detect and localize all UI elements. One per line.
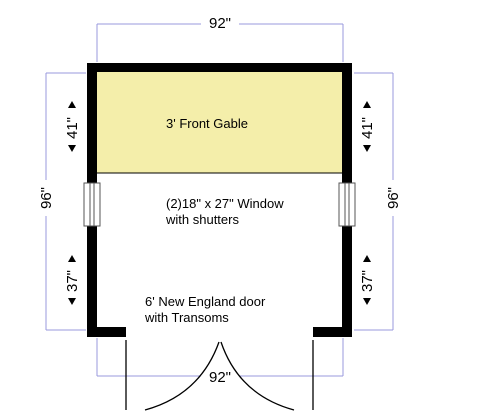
right-dim-label-bg bbox=[383, 180, 403, 216]
right-upper-label: 41" bbox=[359, 117, 376, 139]
door-label-line2: with Transoms bbox=[144, 310, 229, 325]
arrow-up-icon bbox=[363, 255, 371, 262]
arrow-up-icon bbox=[68, 255, 76, 262]
left-lower-dimension: 37" bbox=[64, 255, 81, 305]
bottom-dim-label-bg bbox=[201, 366, 239, 386]
top-width-label: 92" bbox=[209, 15, 231, 32]
wall-left-upper bbox=[87, 63, 97, 183]
wall-right-upper bbox=[342, 63, 352, 183]
left-dim-label-bg bbox=[36, 180, 56, 216]
left-window bbox=[83, 182, 101, 227]
arrow-down-icon bbox=[363, 145, 371, 152]
arrow-down-icon bbox=[68, 298, 76, 305]
door-label-line1: 6' New England door bbox=[145, 294, 266, 309]
left-upper-dimension: 41" bbox=[64, 101, 81, 152]
arrow-up-icon bbox=[363, 101, 371, 108]
arrow-down-icon bbox=[363, 298, 371, 305]
wall-top bbox=[87, 63, 352, 72]
front-gable-area bbox=[97, 71, 343, 173]
left-upper-label: 41" bbox=[64, 117, 81, 139]
right-depth-label: 96" bbox=[385, 187, 402, 209]
arrow-up-icon bbox=[68, 101, 76, 108]
right-lower-label: 37" bbox=[359, 270, 376, 292]
left-depth-label: 96" bbox=[38, 187, 55, 209]
wall-right-lower bbox=[342, 226, 352, 337]
window-label-line2: with shutters bbox=[165, 212, 239, 227]
walls bbox=[87, 63, 352, 337]
gable-label: 3' Front Gable bbox=[166, 116, 248, 131]
wall-bottom-left bbox=[87, 327, 126, 337]
arrow-down-icon bbox=[68, 145, 76, 152]
wall-left-lower bbox=[87, 226, 97, 337]
window-label-line1: (2)18" x 27" Window bbox=[166, 196, 284, 211]
door-swing-left bbox=[144, 341, 220, 411]
left-lower-label: 37" bbox=[64, 270, 81, 292]
bottom-width-label: 92" bbox=[209, 369, 231, 386]
door-swing-right bbox=[220, 341, 295, 411]
wall-bottom-right bbox=[313, 327, 352, 337]
top-dim-label-bg bbox=[201, 12, 239, 34]
right-lower-dimension: 37" bbox=[359, 255, 376, 305]
right-upper-dimension: 41" bbox=[359, 101, 376, 152]
double-door bbox=[125, 340, 314, 411]
right-window bbox=[338, 182, 356, 227]
